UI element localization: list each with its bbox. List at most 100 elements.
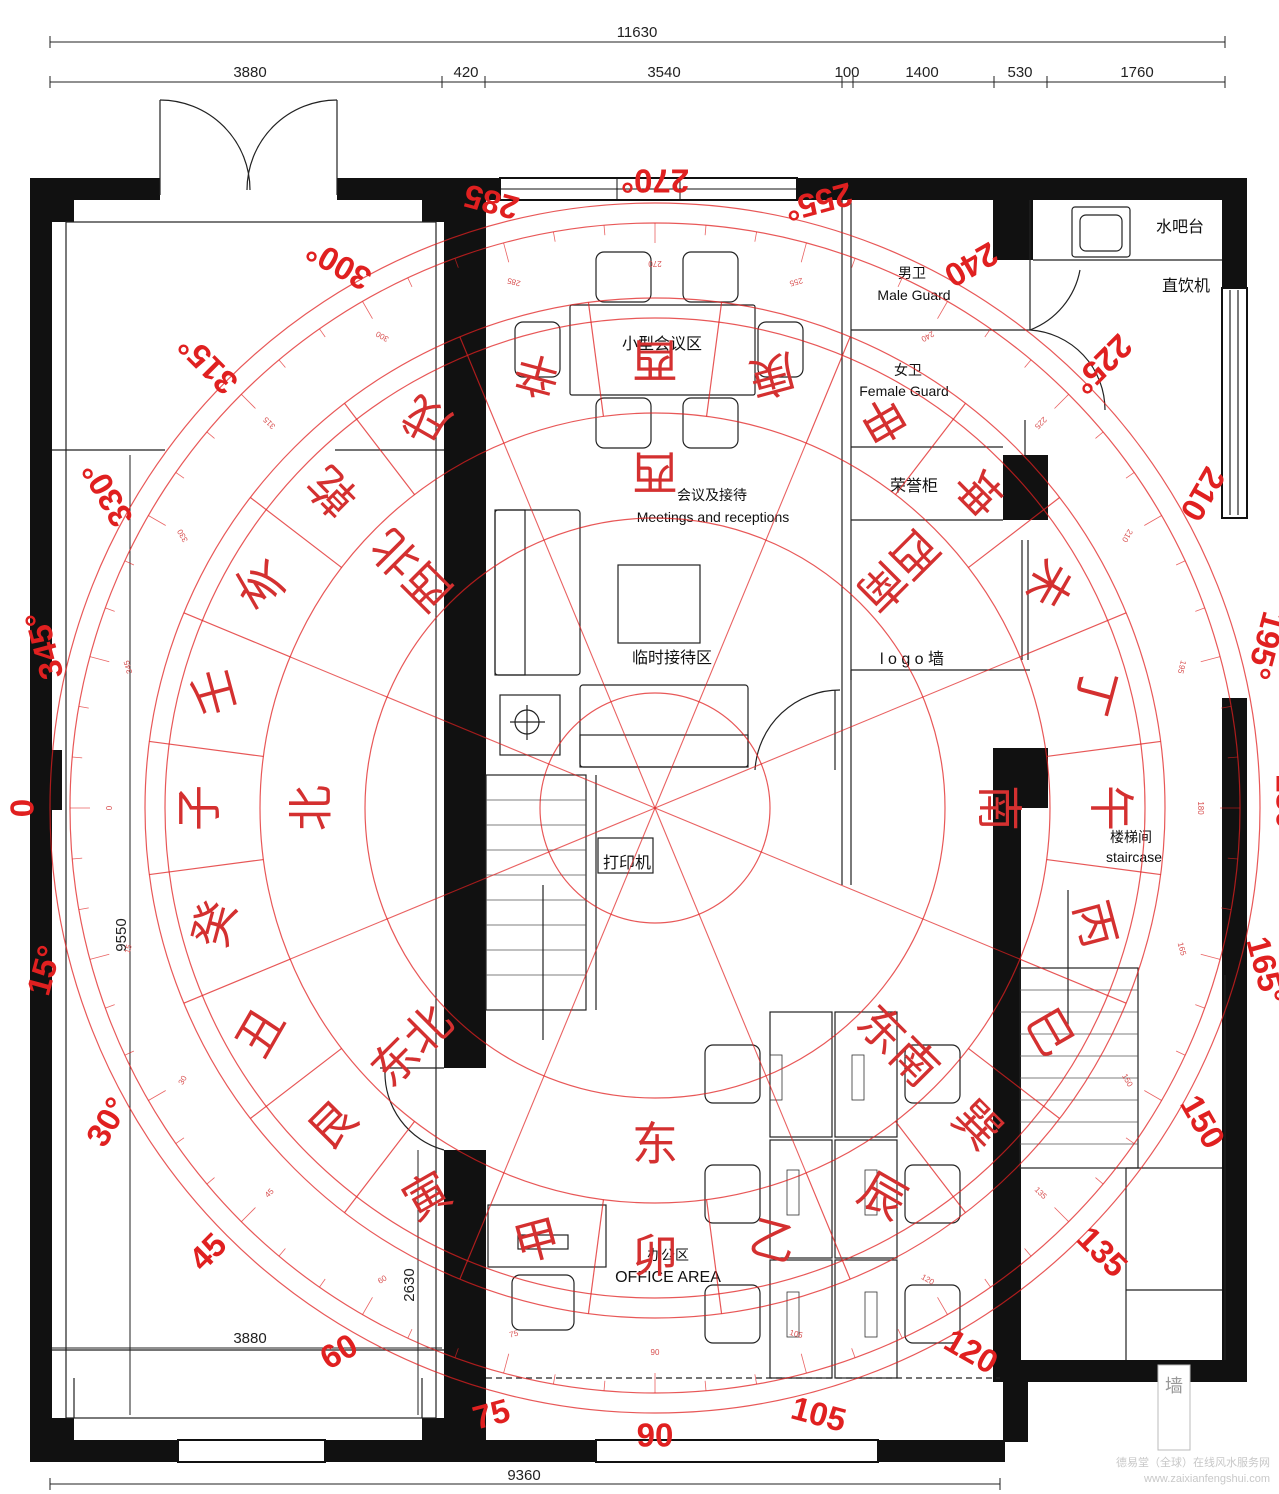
dimension-labels: 11630 3880 420 3540 100 1400 530 1760 93… xyxy=(113,24,1154,1484)
seal-text: 墙 xyxy=(1165,1376,1183,1396)
segment-1400-label: 1400 xyxy=(905,64,938,81)
mountain-divider-13 xyxy=(1019,612,1127,658)
meeting-reception-cn-label: 会议及接待 xyxy=(677,487,747,503)
degree-tick-120 xyxy=(937,1297,948,1315)
degree-tick-280 xyxy=(553,231,556,242)
staircase-en-label: staircase xyxy=(1106,849,1162,865)
degree-tick-50 xyxy=(278,1248,286,1257)
mountain-divider-19 xyxy=(459,336,505,444)
compass-ring-6 xyxy=(49,202,1261,1414)
inner-tick-label: 315 xyxy=(261,415,277,431)
degree-tick-210 xyxy=(1144,515,1162,526)
compass-ring-4 xyxy=(144,297,1166,1319)
degree-tick-45 xyxy=(241,1207,256,1222)
degree-tick-240 xyxy=(937,301,948,319)
mountain-divider-15 xyxy=(894,403,966,495)
degree-tick-325 xyxy=(175,472,185,479)
direction-divider-7 xyxy=(289,656,656,809)
degree-label: 345° xyxy=(17,608,70,684)
mountain-label: 癸 xyxy=(184,895,246,953)
inner-tick-label: 330 xyxy=(175,527,190,544)
direction-label: 北 xyxy=(285,785,337,831)
direction-divider-1 xyxy=(503,807,656,1174)
male-restroom-en-label: Male Guard xyxy=(877,287,950,303)
mountain-divider-3 xyxy=(344,1121,416,1213)
degree-tick-205 xyxy=(1175,560,1186,566)
mountain-label: 未 xyxy=(1016,551,1084,617)
degree-tick-135 xyxy=(1054,1207,1069,1222)
mountain-label: 酉 xyxy=(632,334,678,386)
degree-tick-190 xyxy=(1221,706,1232,709)
inner-tick-label: 45 xyxy=(263,1186,276,1199)
segment-420-label: 420 xyxy=(453,64,478,81)
honor-cabinet-label: 荣誉柜 xyxy=(890,477,938,495)
inner-tick-label: 255 xyxy=(788,276,804,288)
direction-divider-6 xyxy=(503,442,656,809)
degree-tick-185 xyxy=(1227,756,1238,759)
watermark: 墙 德易堂（全球）在线风水服务网 www.zaixianfengshui.com xyxy=(1116,1364,1270,1485)
mountain-divider-16 xyxy=(805,336,851,444)
direction-label: 西 xyxy=(632,446,678,498)
compass-ring-3 xyxy=(164,317,1146,1299)
degree-tick-320 xyxy=(206,431,215,439)
small-meeting-label: 小型会议区 xyxy=(622,335,702,353)
direction-label: 南 xyxy=(973,785,1025,831)
degree-tick-150 xyxy=(1144,1090,1162,1101)
printer-label: 打印机 xyxy=(603,854,651,872)
inner-tick-label: 300 xyxy=(374,329,391,344)
room-labels: 小型会议区 会议及接待 Meetings and receptions 临时接待… xyxy=(603,218,1210,1286)
degree-tick-10 xyxy=(78,907,89,910)
inner-tick-label: 105 xyxy=(789,1328,805,1340)
degree-tick-330 xyxy=(148,515,166,526)
degree-tick-220 xyxy=(1095,431,1104,439)
compass-ring-2 xyxy=(259,412,1051,1204)
mountain-label: 巳 xyxy=(1016,999,1084,1065)
degree-tick-315 xyxy=(241,394,256,409)
mountain-label: 辛 xyxy=(508,344,566,406)
degree-label: 45 xyxy=(181,1225,233,1277)
degree-tick-30 xyxy=(148,1090,166,1101)
degree-tick-355 xyxy=(72,756,83,759)
inner-tick-label: 135 xyxy=(1033,1185,1049,1201)
degree-label: 195° xyxy=(1240,608,1279,684)
compass-ring-0 xyxy=(539,692,771,924)
mountain-divider-7 xyxy=(805,1172,851,1280)
mountain-divider-6 xyxy=(705,1199,723,1314)
mountain-divider-14 xyxy=(968,497,1060,569)
degree-tick-40 xyxy=(206,1177,215,1185)
degree-tick-140 xyxy=(1095,1177,1104,1185)
mountain-label: 丁 xyxy=(1064,663,1126,721)
inner-tick-label: 150 xyxy=(1120,1072,1135,1089)
walls xyxy=(30,177,1248,1463)
degree-tick-295 xyxy=(407,277,413,288)
inner-tick-label: 285 xyxy=(506,276,522,288)
degree-label: 270° xyxy=(621,162,689,199)
degree-tick-310 xyxy=(278,359,286,368)
degree-tick-125 xyxy=(984,1278,991,1288)
logo-wall-label: l o g o 墙 xyxy=(880,650,944,668)
degree-tick-60 xyxy=(362,1297,373,1315)
mountain-label: 壬 xyxy=(184,663,246,721)
degree-tick-230 xyxy=(1024,359,1032,368)
direction-divider-0 xyxy=(289,807,656,960)
degree-tick-350 xyxy=(78,706,89,709)
degree-tick-235 xyxy=(984,328,991,338)
inner-tick-label: 15 xyxy=(123,943,134,954)
mountain-label: 子 xyxy=(173,785,225,831)
inner-tick-label: 0 xyxy=(105,805,114,810)
inner-tick-label: 60 xyxy=(376,1273,389,1286)
office-en-label: OFFICE AREA xyxy=(615,1269,721,1286)
degree-tick-55 xyxy=(319,1278,326,1288)
compass-ring-1 xyxy=(364,517,946,1099)
office-cn-label: 办公区 xyxy=(647,1247,689,1263)
inner-tick-label: 165 xyxy=(1176,941,1188,957)
degree-tick-300 xyxy=(362,301,373,319)
left-height-label: 9550 xyxy=(113,918,130,951)
mountain-label: 甲 xyxy=(508,1210,566,1272)
temp-reception-label: 临时接待区 xyxy=(632,649,712,667)
male-restroom-cn-label: 男卫 xyxy=(898,265,926,281)
mountain-label: 丑 xyxy=(226,999,294,1065)
segment-530-label: 530 xyxy=(1007,64,1032,81)
segment-3540-label: 3540 xyxy=(647,64,680,81)
